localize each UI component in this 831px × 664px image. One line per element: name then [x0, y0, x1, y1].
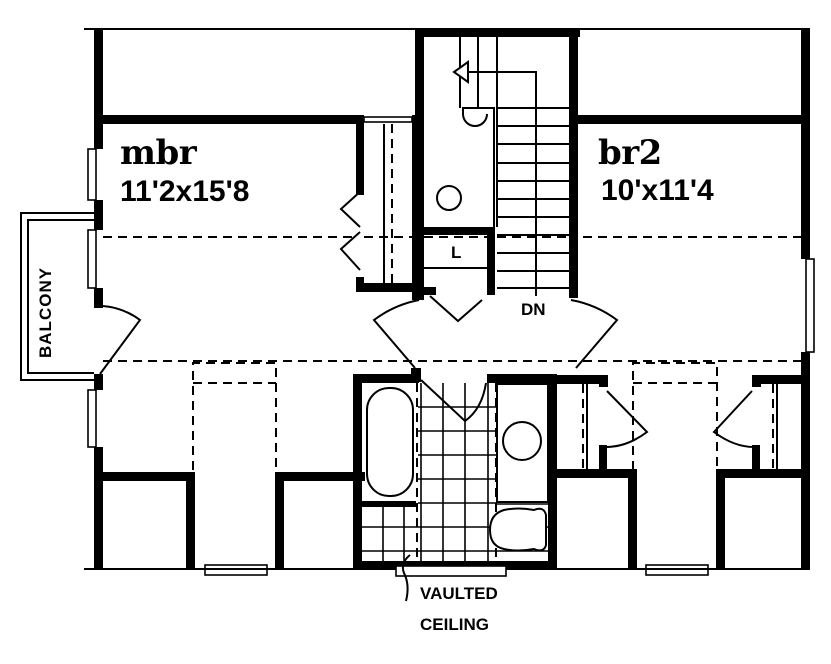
bathtub-icon	[366, 387, 414, 497]
exterior-walls	[94, 29, 810, 569]
stair-hall	[415, 28, 580, 323]
room-name-mbr: mbr	[120, 133, 197, 173]
vanity-icon	[496, 383, 549, 503]
hall-doors	[372, 299, 619, 369]
stairs-down-label: DN	[521, 300, 546, 319]
mbr-dormer-walls	[84, 472, 365, 576]
linen-closet-label: L	[451, 243, 462, 262]
stair-treads	[497, 107, 569, 289]
br2-closets	[555, 375, 810, 576]
toilet-icon	[488, 507, 547, 552]
windows	[87, 148, 815, 448]
bathroom	[353, 368, 557, 602]
balcony-label: BALCONY	[36, 266, 55, 358]
stair-arrow-icon	[452, 60, 469, 84]
balcony-outline	[20, 212, 94, 381]
sink-icon	[502, 421, 542, 461]
mbr-door	[93, 304, 142, 375]
room-dimensions-mbr: 11'2x15'8	[120, 175, 250, 208]
ceiling-lines	[103, 236, 801, 470]
vaulted-ceiling-label-line2: CEILING	[420, 615, 489, 634]
vaulted-ceiling-label-line1: VAULTED	[420, 584, 498, 603]
mbr-closet	[339, 115, 420, 300]
room-name-br2: br2	[598, 133, 662, 173]
room-dimensions-br2: 10'x11'4	[601, 174, 714, 207]
light-fixture-icon	[436, 185, 462, 211]
